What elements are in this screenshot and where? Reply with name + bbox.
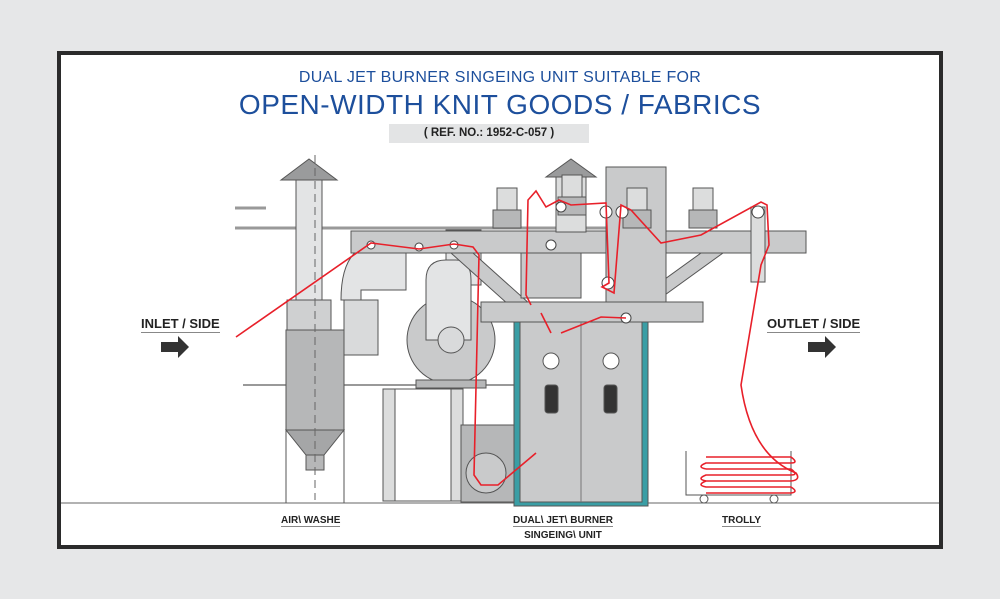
lower-beam [480,301,704,323]
diagram-subtitle: DUAL JET BURNER SINGEING UNIT SUITABLE F… [298,69,702,86]
diagram-frame: DUAL JET BURNER SINGEING UNIT SUITABLE F… [57,51,943,549]
machine-drawing [61,155,939,507]
burner-label-line1: DUAL\ JET\ BURNER [513,515,614,527]
air-washer-label: AIR\ WASHE [281,515,341,527]
center-chimney-cap [544,158,598,178]
burner-label-line2: SINGEING\ UNIT [524,530,602,541]
trolley-label: TROLLY [722,515,762,527]
motor-1 [492,187,522,229]
diagram-title: OPEN-WIDTH KNIT GOODS / FABRICS [238,89,762,120]
burner-window-right [603,384,618,414]
cyclone [343,299,379,356]
reference-number: ( REF. NO.: 1952-C-057 ) [389,124,589,143]
fabric-path [235,189,799,494]
inlet-side-label: INLET / SIDE [141,316,220,333]
trolley [685,451,792,504]
outlet-side-label: OUTLET / SIDE [767,316,861,333]
control-box [520,252,582,299]
burner-label: DUAL\ JET\ BURNER SINGEING\ UNIT [513,515,614,541]
burner-window-left [544,384,559,414]
fan-housing [406,259,496,389]
trolley-label-text: TROLLY [722,515,762,527]
inlet-arrow-icon [161,336,189,358]
motor-4 [688,187,718,229]
air-washer-label-text: AIR\ WASHE [281,515,341,527]
outlet-arrow-icon [808,336,836,358]
air-washer [279,155,346,503]
